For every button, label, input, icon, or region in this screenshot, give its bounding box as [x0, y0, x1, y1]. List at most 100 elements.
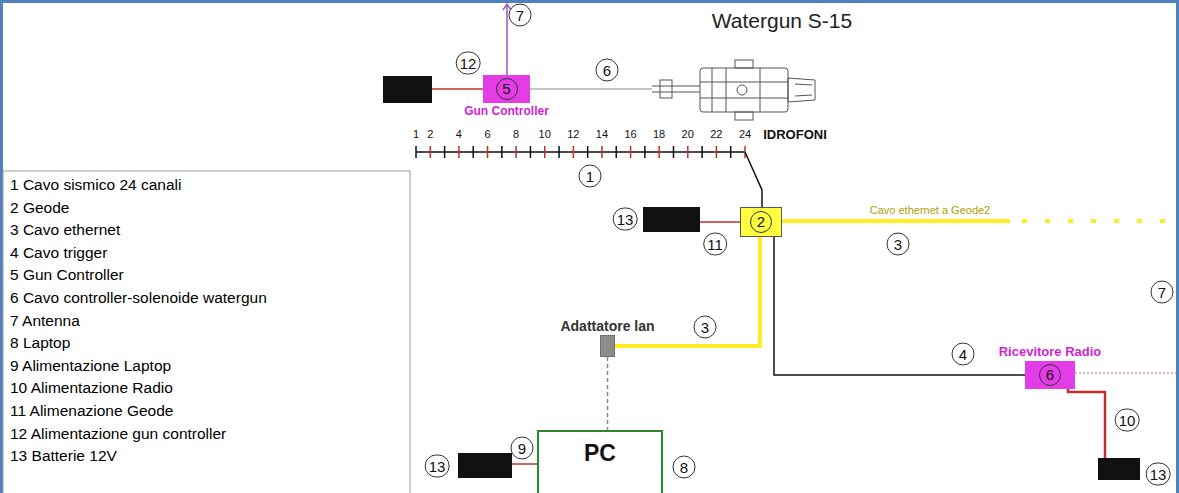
callout-number: 2: [750, 211, 772, 233]
callout-number: 7: [509, 4, 532, 27]
gun-controller-box: 5Gun Controller: [483, 75, 530, 103]
seismic-cable-lead: [745, 152, 762, 207]
legend-entry: 10 Alimentazione Radio: [10, 377, 267, 400]
callout-number: 3: [887, 233, 910, 256]
legend-entry: 6 Cavo controller-solenoide watergun: [10, 287, 267, 310]
channel-number: 2: [427, 128, 433, 140]
laptop-box: PC: [537, 430, 663, 493]
power-cable: [512, 463, 537, 465]
legend-entry: 13 Batterie 12V: [10, 445, 267, 468]
hydrophone-tick: [716, 146, 718, 158]
hydrophone-tick: [673, 146, 675, 158]
callout-number: 3: [694, 316, 717, 339]
hydrophone-tick: [587, 146, 589, 158]
battery: [1098, 458, 1140, 480]
hydrophone-tick: [501, 146, 503, 158]
legend-entry: 2 Geode: [10, 197, 267, 220]
legend: 1 Cavo sismico 24 canali2 Geode3 Cavo et…: [10, 174, 267, 468]
callout-number: 6: [596, 59, 619, 82]
geode-box: 2: [740, 207, 782, 237]
channel-number: 18: [653, 128, 665, 140]
battery: [383, 76, 432, 103]
callout-number: 10: [1115, 409, 1140, 432]
ethernet-cable-dotted: [1022, 219, 1170, 223]
legend-entry: 4 Cavo trigger: [10, 242, 267, 265]
channel-number: 12: [567, 128, 579, 140]
box-heading: Gun Controller: [464, 104, 549, 118]
callout-number: 13: [613, 208, 638, 231]
legend-entry: 7 Antenna: [10, 310, 267, 333]
hydrophone-tick: [487, 146, 489, 158]
box-heading: Adattatore lan: [560, 318, 654, 334]
hydrophone-tick: [558, 146, 560, 158]
legend-entry: 1 Cavo sismico 24 canali: [10, 174, 267, 197]
battery: [643, 207, 700, 232]
hydrophone-tick: [730, 146, 732, 158]
legend-frame: [3, 171, 410, 493]
callout-number: 13: [425, 455, 450, 478]
hydrophone-tick: [644, 146, 646, 158]
lan-link: [607, 357, 609, 430]
hydrophone-ticks: [416, 146, 745, 158]
hydrophone-tick: [415, 146, 417, 158]
hydrophone-tick: [601, 146, 603, 158]
channel-number: 8: [513, 128, 519, 140]
seismic-cable: [416, 151, 745, 153]
power-cable: [700, 221, 740, 223]
hydrophone-tick: [616, 146, 618, 158]
legend-entry: 5 Gun Controller: [10, 264, 267, 287]
hydrophone-tick: [472, 146, 474, 158]
solenoid-cable: [530, 88, 652, 90]
hydrophone-tick: [515, 146, 517, 158]
hydrophone-tick: [530, 146, 532, 158]
channel-number: 1: [413, 128, 419, 140]
hydrophone-tick: [701, 146, 703, 158]
ethernet-cable: [782, 219, 1010, 223]
callout-number: 8: [673, 456, 696, 479]
channel-number: 14: [596, 128, 608, 140]
radio-receiver-box: Ricevitore Radio6: [1025, 361, 1075, 389]
hydrophone-tick: [573, 146, 575, 158]
legend-entry: 3 Cavo ethernet: [10, 219, 267, 242]
lan-adapter-box: Adattatore lan: [600, 335, 615, 357]
legend-entry: 11 Alimenazione Geode: [10, 400, 267, 423]
legend-entry: 9 Alimentazione Laptop: [10, 355, 267, 378]
channel-number: 24: [739, 128, 751, 140]
hydrophone-tick: [458, 146, 460, 158]
hydrophone-tick: [544, 146, 546, 158]
callout-number: 7: [1151, 281, 1174, 304]
power-cable: [432, 88, 483, 90]
hydrophone-tick: [630, 146, 632, 158]
trigger-cable: [774, 237, 1025, 375]
radio-link: [1075, 373, 1179, 374]
cable-label: Cavo ethernet a Geode2: [870, 204, 990, 216]
channel-number: 6: [484, 128, 490, 140]
hydrophone-tick: [658, 146, 660, 158]
hydrophone-tick: [444, 146, 446, 158]
cable-title: IDROFONI: [763, 127, 827, 142]
battery: [458, 453, 512, 478]
legend-entry: 8 Laptop: [10, 332, 267, 355]
hydrophone-tick: [687, 146, 689, 158]
channel-number: 4: [456, 128, 462, 140]
callout-number: 11: [703, 233, 727, 256]
box-heading: Ricevitore Radio: [999, 344, 1102, 359]
hydrophone-tick: [430, 146, 432, 158]
callout-number: 12: [456, 52, 481, 75]
callout-number: 9: [511, 437, 534, 460]
callout-number: 1: [579, 165, 602, 188]
callout-number: 6: [1039, 364, 1061, 386]
power-cable: [1068, 385, 1105, 458]
box-label: PC: [584, 440, 616, 467]
channel-number: 20: [682, 128, 694, 140]
illustration-title: Watergun S-15: [712, 9, 852, 33]
legend-entry: 12 Alimentazione gun controller: [10, 423, 267, 446]
callout-number: 13: [1146, 463, 1171, 486]
channel-number: 16: [624, 128, 636, 140]
channel-number: 10: [539, 128, 551, 140]
callout-number: 5: [496, 78, 518, 100]
callout-number: 4: [952, 343, 975, 366]
